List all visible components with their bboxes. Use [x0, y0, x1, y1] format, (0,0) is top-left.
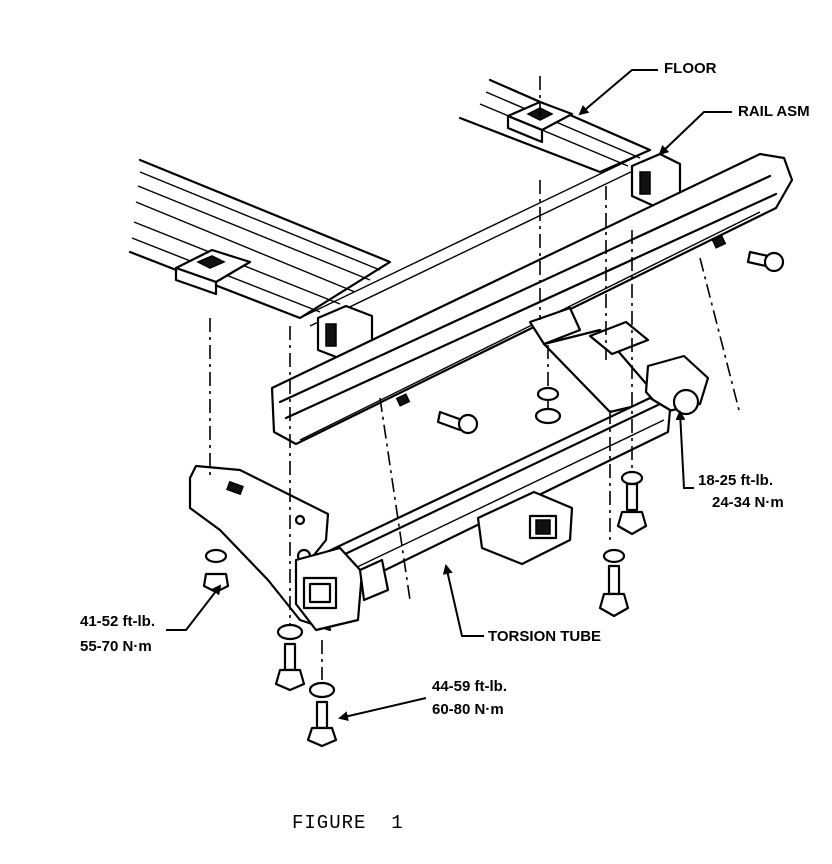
torque-right-nm: 24-34 N·m: [712, 494, 784, 511]
rail-asm-label: RAIL ASM: [738, 103, 810, 120]
tube-end-receiver: [294, 546, 390, 632]
left-fasteners: [202, 548, 338, 748]
torque-left-nm: 55-70 N·m: [80, 638, 152, 655]
left-floor-rail: [128, 158, 392, 320]
right-floor-rail: [458, 78, 652, 174]
torque-bottom-ftlb: 44-59 ft-lb.: [432, 678, 508, 695]
floor-label: FLOOR: [664, 60, 717, 77]
bumper: [270, 152, 794, 446]
torque-bottom-nm: 60-80 N·m: [432, 701, 504, 718]
receiver-box: [476, 490, 574, 566]
right-bolt-stack: [598, 470, 648, 618]
torque-right-ftlb: 18-25 ft-lb.: [698, 472, 774, 489]
torsion-tube-label: TORSION TUBE: [488, 628, 602, 645]
right-side-bracket: [644, 354, 710, 416]
center-bracket: [528, 306, 662, 414]
center-nut: [534, 386, 562, 425]
bumper-bolt-left: [436, 410, 479, 435]
figure-caption: FIGURE 1: [292, 812, 404, 834]
bumper-bolt-right: [746, 250, 785, 273]
torque-left-ftlb: 41-52 ft-lb.: [80, 613, 156, 630]
floor-pan-edge: [299, 149, 651, 319]
